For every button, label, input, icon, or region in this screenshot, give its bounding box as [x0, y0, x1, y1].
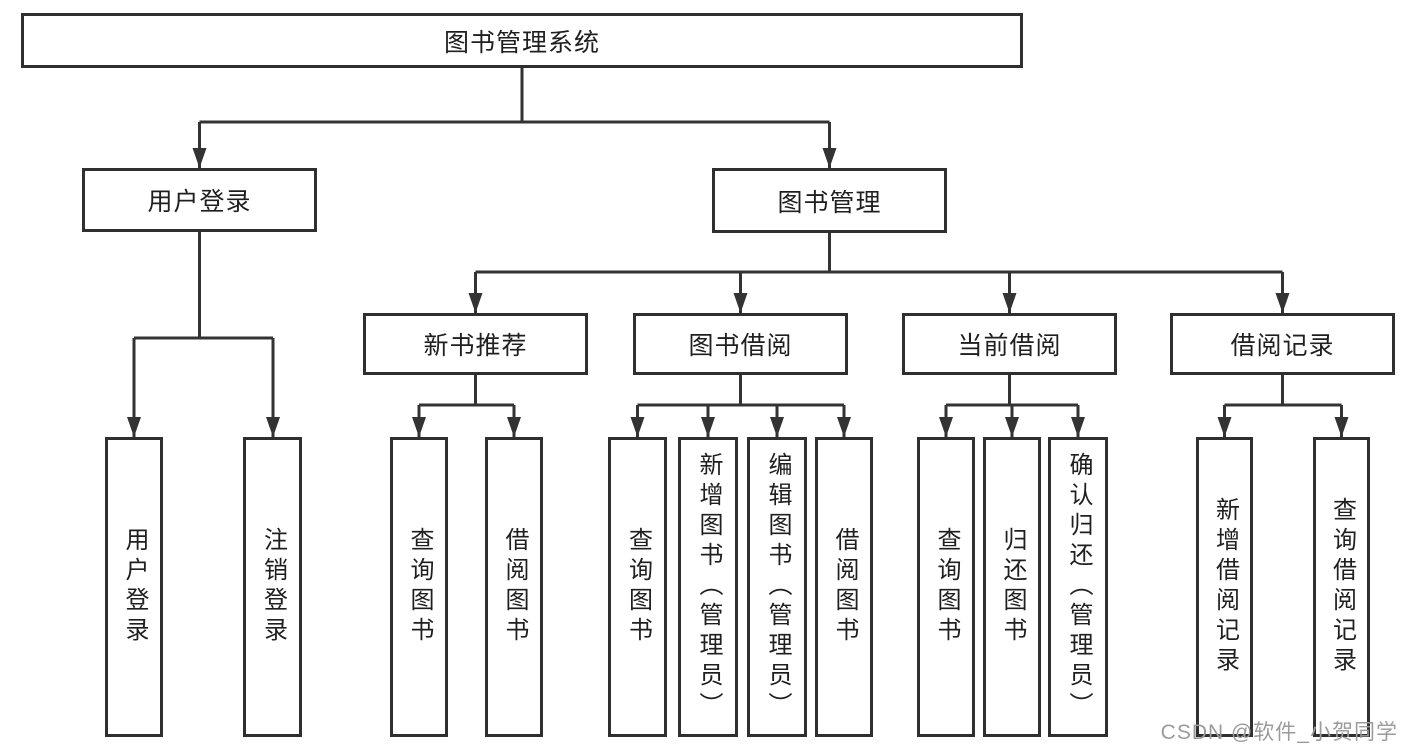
node-root-system: 图书管理系统 — [21, 13, 1023, 68]
node-book-management: 图书管理 — [712, 168, 947, 233]
leaf-user-login: 用户登录 — [105, 437, 163, 737]
node-book-borrow: 图书借阅 — [633, 313, 848, 375]
watermark-text: CSDN @软件_小贺同学 — [1160, 721, 1398, 744]
leaf-edit-books-admin: 编辑图书（管理员） — [747, 437, 807, 737]
leaf-add-borrow-record: 新增借阅记录 — [1196, 437, 1253, 737]
node-user-login-branch: 用户登录 — [82, 168, 317, 232]
leaf-logout: 注销登录 — [243, 437, 302, 737]
leaf-query-books-recommend: 查询图书 — [390, 437, 448, 737]
node-current-borrow: 当前借阅 — [902, 313, 1117, 375]
leaf-confirm-return-admin: 确认归还（管理员） — [1048, 437, 1108, 737]
leaf-borrow-books: 借阅图书 — [815, 437, 873, 737]
leaf-query-borrow-record: 查询借阅记录 — [1313, 437, 1370, 737]
leaf-query-books-current: 查询图书 — [917, 437, 975, 737]
leaf-add-books-admin: 新增图书（管理员） — [678, 437, 738, 737]
leaf-return-books: 归还图书 — [983, 437, 1041, 737]
node-new-book-recommend: 新书推荐 — [363, 313, 588, 375]
leaf-query-books-borrow: 查询图书 — [608, 437, 667, 737]
node-borrow-records: 借阅记录 — [1170, 313, 1395, 375]
leaf-borrow-books-recommend: 借阅图书 — [485, 437, 543, 737]
